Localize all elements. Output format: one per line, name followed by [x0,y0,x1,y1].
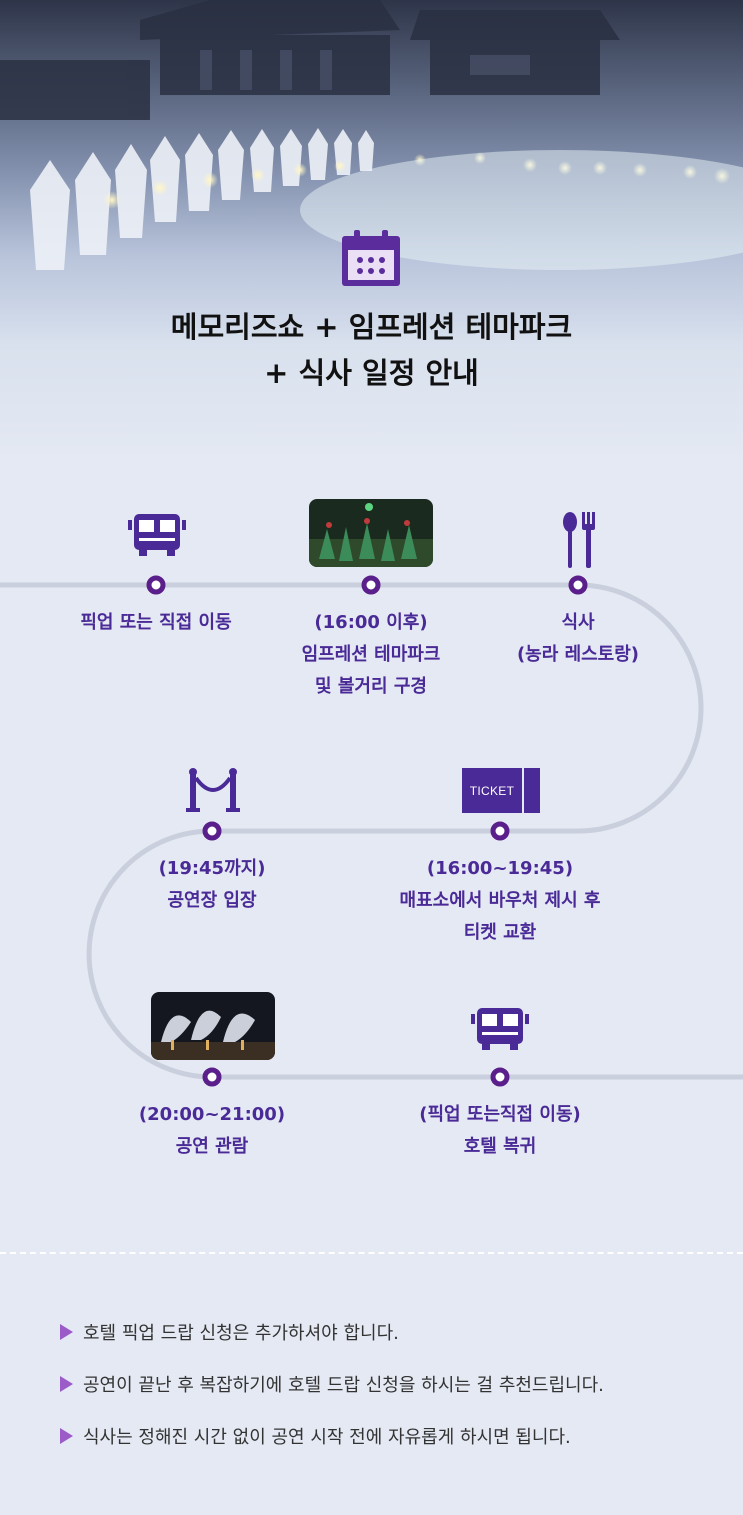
notes-list: 호텔 픽업 드랍 신청은 추가하셔야 합니다. 공연이 끝난 후 복잡하기에 호… [60,1306,720,1462]
fork-spoon-icon [563,512,595,568]
step-line: (19:45까지) [158,858,266,879]
ticket-label: TICKET [462,768,522,813]
show-photo [151,992,275,1060]
stanchion-icon [186,768,240,812]
step-entrance-label: (19:45까지) 공연장 입장 [92,853,332,917]
step-show-label: (20:00~21:00) 공연 관람 [92,1099,332,1163]
step-line: 매표소에서 바우처 제시 후 [399,890,601,911]
step-line: 공연장 입장 [167,890,257,911]
timeline-marker [146,575,166,595]
timeline-marker [202,821,222,841]
calendar-icon [342,230,400,286]
step-line: (20:00~21:00) [138,1104,286,1125]
bus-icon [128,514,186,556]
step-return-label: (픽업 또는직접 이동) 호텔 복귀 [370,1099,630,1163]
ticket-icon: TICKET [462,768,540,813]
step-line: 식사 [561,612,595,633]
step-themepark-label: (16:00 이후) 임프레션 테마파크 및 볼거리 구경 [251,607,491,703]
note-item: 식사는 정해진 시간 없이 공연 시작 전에 자유롭게 하시면 됩니다. [60,1410,720,1462]
ticket-stub [524,768,540,813]
step-line: 호텔 복귀 [463,1136,537,1157]
page-title: 메모리즈쇼 + 임프레션 테마파크 + 식사 일정 안내 [0,304,743,396]
step-line: 티켓 교환 [463,922,537,943]
timeline-marker [568,575,588,595]
bus-icon [471,1008,529,1050]
step-ticket-exchange-label: (16:00~19:45) 매표소에서 바우처 제시 후 티켓 교환 [360,853,640,949]
step-pickup-label: 픽업 또는 직접 이동 [36,607,276,639]
step-line: (농라 레스토랑) [516,644,640,665]
step-line: (픽업 또는직접 이동) [419,1104,581,1125]
note-text: 식사는 정해진 시간 없이 공연 시작 전에 자유롭게 하시면 됩니다. [83,1427,571,1448]
step-line: 임프레션 테마파크 [301,644,441,665]
hero-banner [0,0,743,460]
timeline-marker [202,1067,222,1087]
note-text: 호텔 픽업 드랍 신청은 추가하셔야 합니다. [83,1323,399,1344]
step-meal-label: 식사 (농라 레스토랑) [478,607,678,671]
timeline-marker [361,575,381,595]
note-item: 공연이 끝난 후 복잡하기에 호텔 드랍 신청을 하시는 걸 추천드립니다. [60,1358,720,1410]
title-line-1: 메모리즈쇼 + 임프레션 테마파크 [170,310,573,344]
step-line: 픽업 또는 직접 이동 [80,612,232,633]
step-line: (16:00 이후) [314,612,428,633]
section-divider [0,1252,743,1254]
triangle-bullet-icon [60,1376,73,1392]
title-line-2: + 식사 일정 안내 [264,356,479,390]
timeline-marker [490,1067,510,1087]
triangle-bullet-icon [60,1428,73,1444]
timeline-marker [490,821,510,841]
hero-photo [0,0,743,300]
step-line: 공연 관람 [175,1136,249,1157]
triangle-bullet-icon [60,1324,73,1340]
step-line: 및 볼거리 구경 [315,676,427,697]
note-text: 공연이 끝난 후 복잡하기에 호텔 드랍 신청을 하시는 걸 추천드립니다. [83,1375,604,1396]
timeline-track [0,575,743,1087]
step-line: (16:00~19:45) [426,858,574,879]
note-item: 호텔 픽업 드랍 신청은 추가하셔야 합니다. [60,1306,720,1358]
theme-park-photo [309,499,433,567]
